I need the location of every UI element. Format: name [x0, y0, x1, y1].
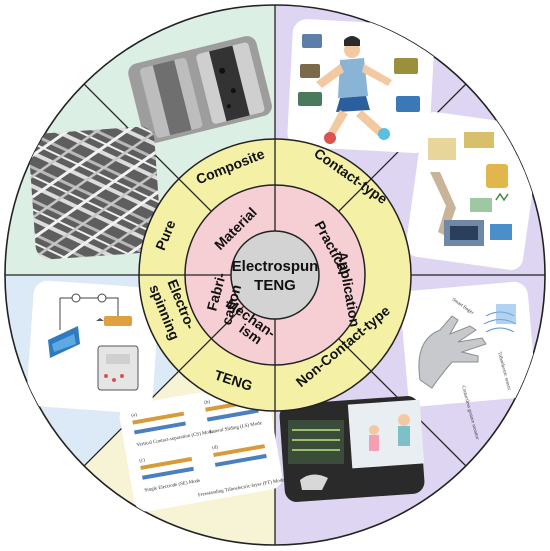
sensor-device-image — [405, 112, 541, 270]
gesture-recognition-photo — [279, 396, 425, 502]
tem-composite-images — [128, 36, 272, 144]
center-hub: Electrospun TENG — [230, 230, 320, 320]
electrospinning-setup-image — [26, 280, 160, 414]
mode-b-label: (b) — [204, 400, 211, 406]
mode-d-label: (d) — [212, 445, 219, 451]
center-title-line2: TENG — [254, 277, 296, 294]
mode-c-label: (c) — [139, 458, 146, 464]
sem-fiber-image — [27, 125, 163, 261]
mode-a-label: (a) — [131, 413, 138, 419]
running-person-image — [287, 19, 435, 153]
robot-hand-image: Smart finger Contactless gesture monitor… — [400, 281, 536, 441]
center-title-line1: Electrospun — [232, 258, 319, 275]
